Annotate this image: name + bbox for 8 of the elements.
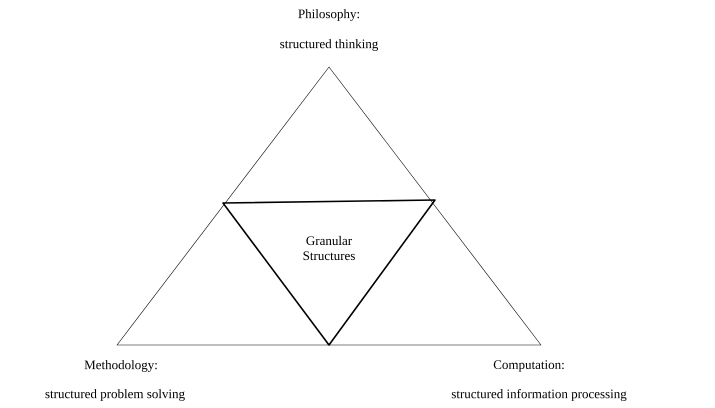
triangle-box: Granular Structures [222, 199, 436, 346]
corner-label: structured problem solving [46, 389, 185, 401]
corner-label: structured information processing [452, 389, 626, 401]
corner-label: Computation: [494, 360, 564, 372]
corner-label: structured thinking [280, 39, 378, 51]
corner-label: Methodology: [84, 360, 157, 372]
triangle-shape [116, 66, 542, 346]
corner-label: Philosophy: [298, 9, 359, 21]
